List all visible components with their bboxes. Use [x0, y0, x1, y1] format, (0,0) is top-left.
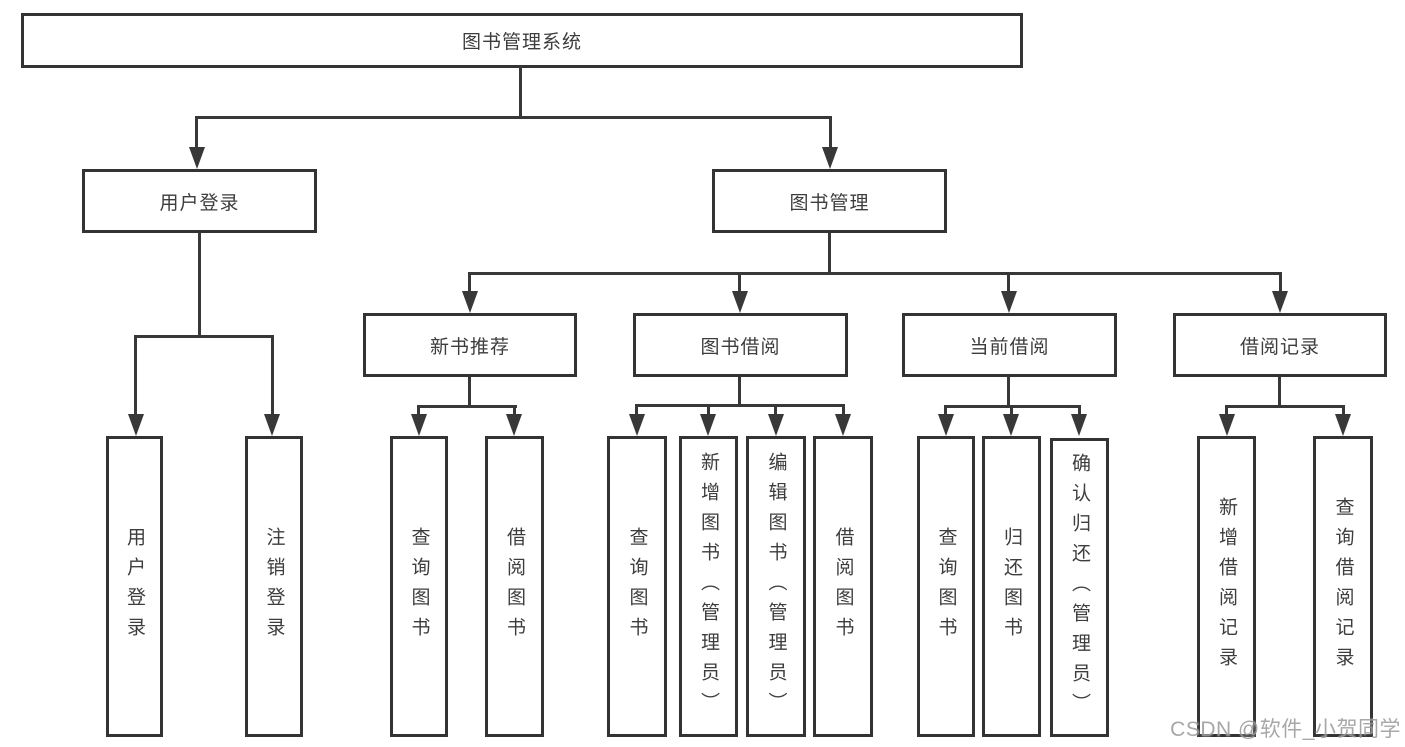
connector-line — [468, 377, 471, 408]
leaf-label: 编辑图书（管理员） — [765, 451, 787, 722]
connector-line — [944, 405, 947, 416]
connector-line — [1010, 405, 1013, 416]
connector-line — [198, 233, 201, 338]
leaf-query-books-2: 查询图书 — [607, 436, 667, 737]
node-label: 用户登录 — [159, 192, 240, 214]
arrow-head — [822, 147, 838, 169]
connector-line — [1278, 377, 1281, 408]
leaf-return-book: 归还图书 — [982, 436, 1041, 737]
leaf-query-books-3: 查询图书 — [917, 436, 975, 737]
node-library-system: 图书管理系统 — [21, 13, 1023, 68]
arrow-head — [189, 147, 205, 169]
connector-line — [738, 272, 741, 293]
connector-line — [134, 335, 274, 338]
leaf-label: 确认归还（管理员） — [1069, 452, 1090, 723]
arrow-head — [938, 414, 954, 436]
connector-line — [1225, 405, 1345, 408]
node-current-borrow: 当前借阅 — [902, 313, 1117, 377]
node-book-borrow: 图书借阅 — [633, 313, 848, 377]
arrow-head — [1272, 291, 1288, 313]
leaf-add-borrow-record: 新增借阅记录 — [1197, 436, 1256, 737]
arrow-head — [1001, 291, 1017, 313]
connector-line — [195, 116, 198, 149]
node-label: 当前借阅 — [969, 336, 1050, 358]
connector-line — [417, 405, 517, 408]
node-borrow-records: 借阅记录 — [1173, 313, 1387, 377]
arrow-head — [700, 414, 716, 436]
node-label: 借阅记录 — [1239, 336, 1320, 358]
connector-line — [468, 272, 1282, 275]
connector-line — [842, 404, 845, 416]
connector-line — [1225, 405, 1228, 416]
leaf-label: 注销登录 — [263, 526, 285, 647]
node-label: 图书管理 — [789, 192, 870, 214]
leaf-label: 归还图书 — [1001, 526, 1022, 647]
connector-line — [707, 404, 710, 416]
leaf-label: 用户登录 — [124, 526, 145, 647]
leaf-logout: 注销登录 — [245, 436, 303, 737]
leaf-label: 新增借阅记录 — [1216, 496, 1237, 677]
arrow-head — [506, 414, 522, 436]
leaf-label: 查询图书 — [935, 526, 957, 647]
node-label: 图书借阅 — [700, 336, 781, 358]
connector-line — [1279, 272, 1282, 293]
connector-line — [738, 377, 741, 407]
arrow-head — [732, 291, 748, 313]
node-label: 新书推荐 — [429, 336, 510, 358]
node-book-management: 图书管理 — [712, 169, 947, 233]
leaf-user-login: 用户登录 — [106, 436, 163, 737]
arrow-head — [1071, 414, 1087, 436]
node-label: 图书管理系统 — [461, 32, 582, 53]
arrow-head — [629, 414, 645, 436]
connector-line — [417, 405, 420, 416]
leaf-borrow-books-1: 借阅图书 — [485, 436, 544, 737]
connector-line — [513, 405, 516, 416]
arrow-head — [264, 414, 280, 436]
arrow-head — [128, 414, 144, 436]
leaf-label: 查询图书 — [408, 526, 430, 647]
leaf-edit-book-admin: 编辑图书（管理员） — [746, 436, 806, 737]
connector-line — [468, 272, 471, 293]
connector-line — [829, 116, 832, 149]
connector-line — [774, 404, 777, 416]
connector-line — [271, 335, 274, 416]
arrow-head — [1219, 414, 1235, 436]
leaf-label: 查询借阅记录 — [1332, 496, 1354, 677]
arrow-head — [1335, 414, 1351, 436]
leaf-label: 查询图书 — [626, 526, 648, 647]
leaf-label: 借阅图书 — [832, 526, 854, 647]
connector-line — [635, 404, 638, 416]
connector-line — [195, 116, 832, 119]
arrow-head — [835, 414, 851, 436]
watermark: CSDN @软件_小贺同学 — [1170, 718, 1401, 741]
leaf-confirm-return-admin: 确认归还（管理员） — [1050, 438, 1109, 737]
connector-line — [1007, 377, 1010, 408]
connector-line — [1342, 405, 1345, 416]
node-new-book-recommend: 新书推荐 — [363, 313, 577, 377]
connector-line — [1078, 405, 1081, 416]
arrow-head — [462, 291, 478, 313]
connector-line — [519, 66, 522, 118]
leaf-query-books-1: 查询图书 — [390, 436, 448, 737]
leaf-label: 新增图书（管理员） — [698, 451, 719, 722]
arrow-head — [411, 414, 427, 436]
arrow-head — [1003, 414, 1019, 436]
leaf-borrow-books-2: 借阅图书 — [813, 436, 873, 737]
leaf-add-book-admin: 新增图书（管理员） — [679, 436, 738, 737]
leaf-query-borrow-record: 查询借阅记录 — [1313, 436, 1373, 737]
arrow-head — [768, 414, 784, 436]
node-user-login: 用户登录 — [82, 169, 317, 233]
connector-line — [134, 335, 137, 416]
connector-line — [1007, 272, 1010, 293]
leaf-label: 借阅图书 — [504, 526, 525, 647]
connector-line — [635, 404, 845, 407]
connector-line — [828, 233, 831, 275]
